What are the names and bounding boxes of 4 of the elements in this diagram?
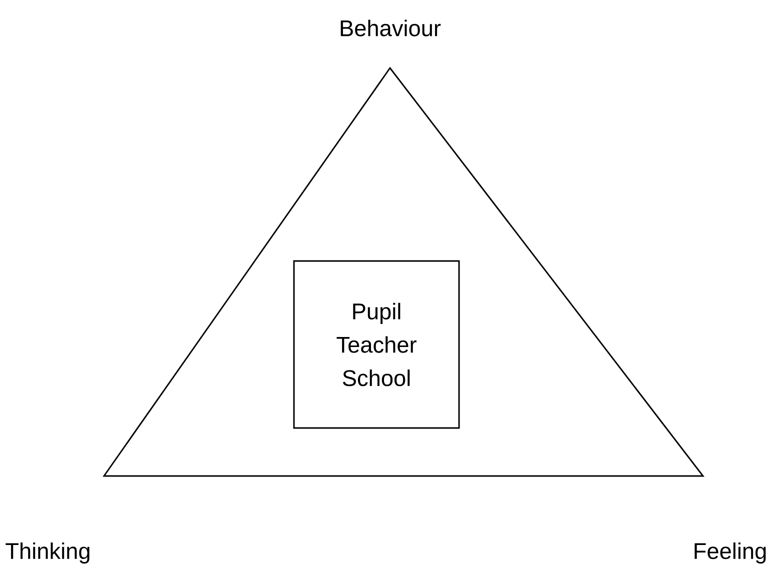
- vertex-label: Thinking: [6, 542, 90, 564]
- vertex-label: Feeling: [694, 542, 766, 564]
- vertex-label: Behaviour: [340, 20, 441, 36]
- text-box: Pupil Teacher School: [293, 260, 460, 429]
